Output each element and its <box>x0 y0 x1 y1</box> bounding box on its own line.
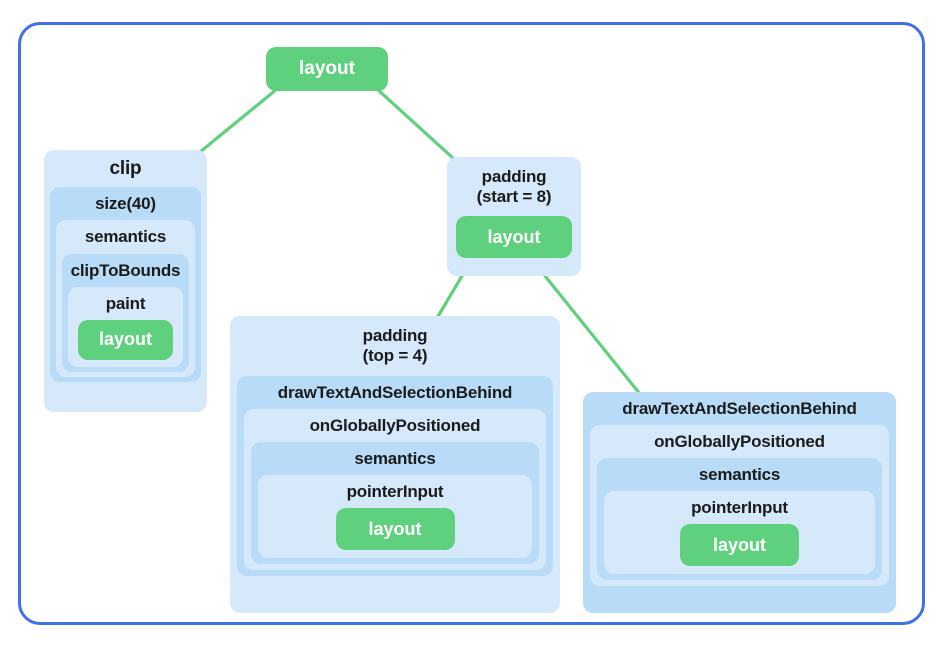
node-semantics-clip[interactable]: semantics clipToBounds paint layout <box>56 220 195 377</box>
node-semantics-right-label: semantics <box>698 465 781 485</box>
node-size[interactable]: size(40) semantics clipToBounds paint la… <box>50 187 201 382</box>
node-paint[interactable]: paint layout <box>68 286 183 367</box>
node-semantics-right[interactable]: semantics pointerInput layout <box>597 458 882 581</box>
node-clip-to-bounds[interactable]: clipToBounds paint layout <box>62 253 189 372</box>
node-pointer-input-right-label: pointerInput <box>691 498 788 518</box>
node-clip-label: clip <box>109 158 142 179</box>
node-root-layout-label: layout <box>299 58 355 79</box>
node-clip-layout-leaf[interactable]: layout <box>78 319 173 360</box>
node-pointer-input-left[interactable]: pointerInput layout <box>258 475 532 559</box>
node-right-layout-label: layout <box>712 534 766 555</box>
node-padding-top-label: padding (top = 4) <box>362 326 428 366</box>
node-semantics-left-label: semantics <box>354 449 436 469</box>
node-draw-text-right-label: drawTextAndSelectionBehind <box>622 399 857 418</box>
node-on-globally-positioned-right-label: onGloballyPositioned <box>654 432 825 452</box>
node-draw-text-left[interactable]: drawTextAndSelectionBehind onGloballyPos… <box>237 376 553 577</box>
node-semantics-clip-label: semantics <box>84 227 167 247</box>
node-left-layout-leaf[interactable]: layout <box>335 508 455 551</box>
node-draw-text-right[interactable]: drawTextAndSelectionBehind onGloballyPos… <box>583 392 896 613</box>
node-pointer-input-right[interactable]: pointerInput layout <box>604 491 875 575</box>
node-on-globally-positioned-left-label: onGloballyPositioned <box>309 416 481 436</box>
node-padding-top[interactable]: padding (top = 4) drawTextAndSelectionBe… <box>230 316 560 613</box>
node-draw-text-left-label: drawTextAndSelectionBehind <box>277 383 513 403</box>
node-padding-start-layout-label: layout <box>487 226 541 247</box>
node-paint-label: paint <box>105 293 146 313</box>
node-right-layout-leaf[interactable]: layout <box>680 524 799 567</box>
node-clip-layout-label: layout <box>98 329 152 350</box>
node-padding-start-label: padding (start = 8) <box>476 167 552 207</box>
node-semantics-left[interactable]: semantics pointerInput layout <box>251 442 539 565</box>
node-clip-to-bounds-label: clipToBounds <box>70 260 181 280</box>
node-size-label: size(40) <box>95 194 156 214</box>
node-clip[interactable]: clip size(40) semantics clipToBounds pai… <box>44 150 207 412</box>
node-on-globally-positioned-right[interactable]: onGloballyPositioned semantics pointerIn… <box>590 425 889 587</box>
node-pointer-input-left-label: pointerInput <box>346 482 444 502</box>
node-root-layout[interactable]: layout <box>266 47 388 91</box>
node-on-globally-positioned-left[interactable]: onGloballyPositioned semantics pointerIn… <box>244 409 546 571</box>
node-padding-start[interactable]: padding (start = 8) layout <box>447 157 581 276</box>
node-left-layout-label: layout <box>368 518 422 539</box>
node-padding-start-layout-leaf[interactable]: layout <box>456 216 572 259</box>
